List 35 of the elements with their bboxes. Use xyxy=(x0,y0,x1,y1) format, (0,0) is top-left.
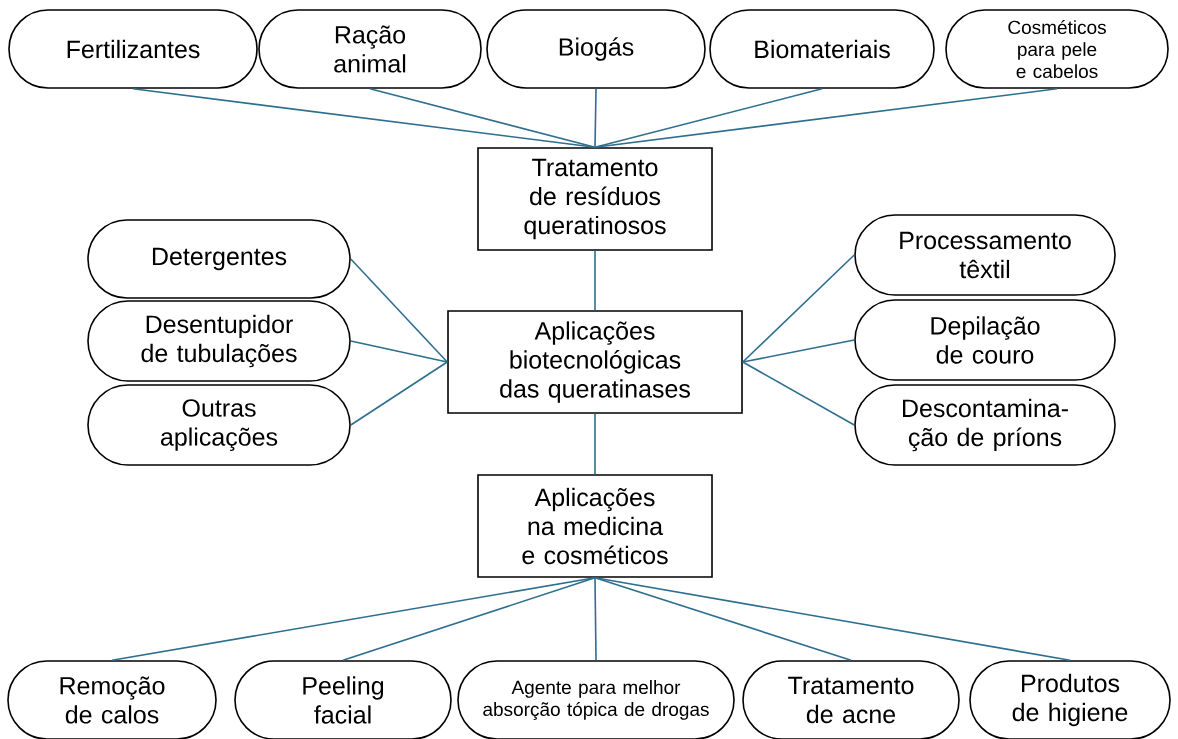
connector-line xyxy=(594,88,1058,148)
connector-line xyxy=(742,254,855,363)
connector-line xyxy=(342,577,596,661)
connector-line xyxy=(594,413,596,475)
connector-line xyxy=(369,88,596,148)
rounded-box: Descontamina- ção de príons xyxy=(854,384,1116,466)
rounded-box: Depilação de couro xyxy=(854,299,1116,381)
rounded-box: Biomateriais xyxy=(709,9,935,89)
rounded-box: Outras aplicações xyxy=(87,384,351,466)
rounded-box: Detergentes xyxy=(87,219,351,299)
rounded-box: Produtos de higiene xyxy=(969,660,1171,739)
rounded-box: Processamento têxtil xyxy=(854,214,1116,296)
rounded-box: Desentupidor de tubulações xyxy=(87,300,351,382)
rounded-box: Remoção de calos xyxy=(7,660,217,739)
rounded-box: Ração animal xyxy=(258,9,482,89)
rounded-box: Peeling facial xyxy=(234,660,452,739)
process-box: Aplicações biotecnológicas das queratinases xyxy=(447,310,743,414)
connector-line xyxy=(742,339,855,363)
connector-line xyxy=(594,577,1071,661)
connector-line xyxy=(350,361,448,426)
rounded-box: Cosméticos para pele e cabelos xyxy=(945,9,1169,89)
process-box: Aplicações na medicina e cosméticos xyxy=(477,474,713,578)
connector-line xyxy=(350,340,448,363)
connector-line xyxy=(594,577,597,661)
rounded-box: Tratamento de acne xyxy=(742,660,960,739)
connector-line xyxy=(132,88,596,148)
connector-line xyxy=(594,250,596,311)
connector-line xyxy=(742,361,855,426)
process-box: Tratamento de resíduos queratinosos xyxy=(477,147,713,251)
rounded-box: Biogás xyxy=(486,9,706,89)
connector-line xyxy=(111,577,596,661)
rounded-box: Fertilizantes xyxy=(8,9,258,89)
connector-line xyxy=(594,88,597,148)
rounded-box: Agente para melhor absorção tópica de drogas xyxy=(457,660,735,739)
connector-line xyxy=(350,258,448,363)
